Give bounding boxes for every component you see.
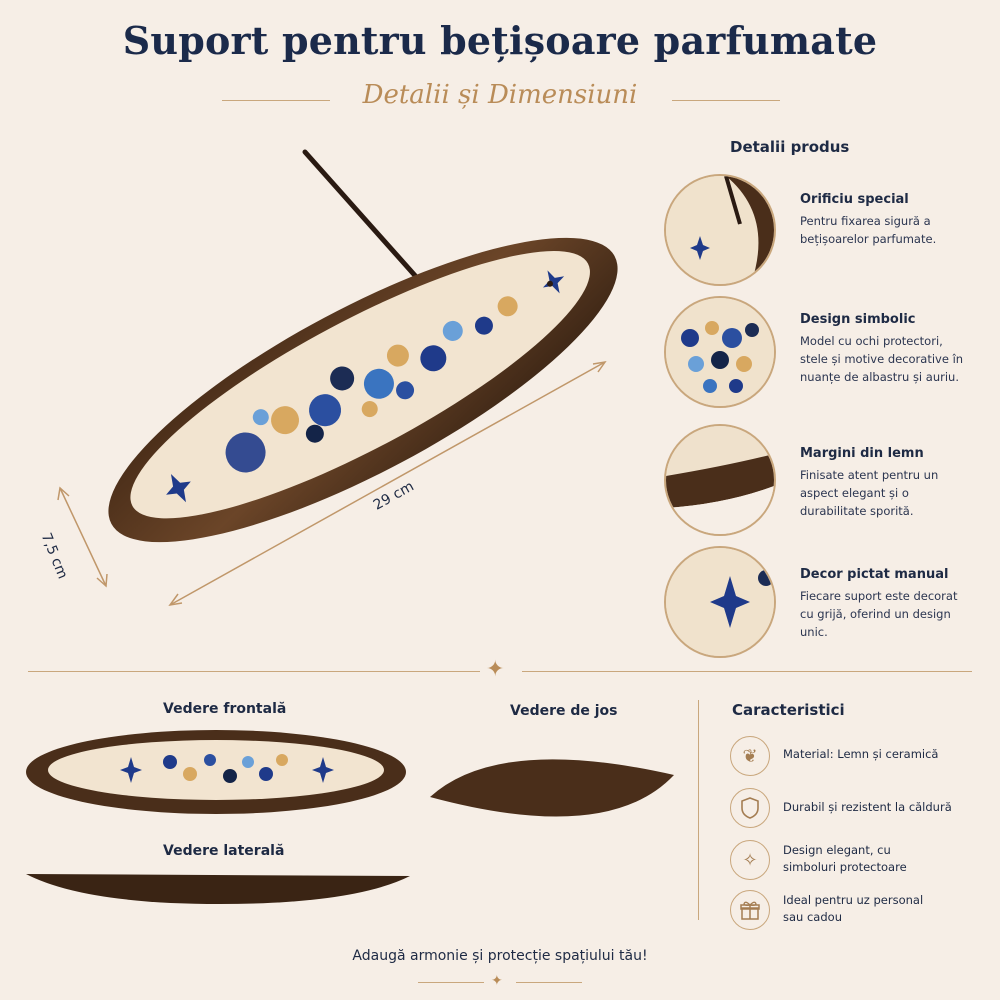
section-divider-right (522, 671, 972, 672)
footer-divider-left (418, 982, 484, 983)
footer-tagline: Adaugă armonie și protecție spațiului tă… (352, 948, 648, 964)
sparkle-icon: ✧ (730, 840, 770, 880)
feature-text-2: Durabil și rezistent la căldură (783, 800, 952, 814)
features-heading: Caracteristici (732, 701, 845, 719)
side-view-label: Vedere laterală (163, 843, 285, 859)
feature-text-1: Material: Lemn și ceramică (783, 747, 939, 761)
page-subtitle: Detalii și Dimensiuni (362, 80, 638, 110)
detail-title-4: Decor pictat manual (800, 567, 949, 582)
bottom-view-image (430, 759, 674, 817)
detail-text-2: Model cu ochi protectori, stele și motiv… (800, 334, 964, 384)
product-main-illustration (57, 149, 618, 607)
shield-icon (730, 788, 770, 828)
page-title: Suport pentru bețișoare parfumate (122, 18, 878, 63)
side-view-image (26, 874, 410, 904)
front-view-label: Vedere frontală (163, 701, 287, 717)
section-divider-left (28, 671, 480, 672)
detail-image-hand-painted (664, 546, 776, 658)
feature-text-3: Design elegant, cu simboluri protectoare (783, 843, 907, 874)
details-heading: Detalii produs (730, 138, 850, 156)
detail-image-hole (664, 174, 776, 286)
features-vertical-divider (698, 700, 699, 920)
detail-text-4: Fiecare suport este decorat cu grijă, of… (800, 589, 958, 639)
footer-star-icon: ✦ (491, 973, 503, 989)
front-view-image (26, 730, 406, 814)
detail-title-2: Design simbolic (800, 312, 916, 327)
subtitle-divider-right (672, 100, 780, 101)
bottom-view-label: Vedere de jos (510, 703, 618, 719)
gift-icon (730, 890, 770, 930)
detail-image-pattern (664, 296, 776, 408)
leaf-icon: ❦ (730, 736, 770, 776)
detail-text-1: Pentru fixarea sigură a bețișoarelor par… (800, 214, 937, 246)
incense-stick (302, 149, 438, 301)
divider-star-icon: ✦ (486, 657, 505, 682)
detail-title-1: Orificiu special (800, 192, 909, 207)
footer-divider-right (516, 982, 582, 983)
detail-image-wood-edge (664, 424, 776, 536)
detail-title-3: Margini din lemn (800, 446, 924, 461)
feature-text-4: Ideal pentru uz personal sau cadou (783, 893, 924, 924)
detail-text-3: Finisate atent pentru un aspect elegant … (800, 468, 939, 518)
subtitle-divider-left (222, 100, 330, 101)
incense-tray (108, 237, 618, 543)
